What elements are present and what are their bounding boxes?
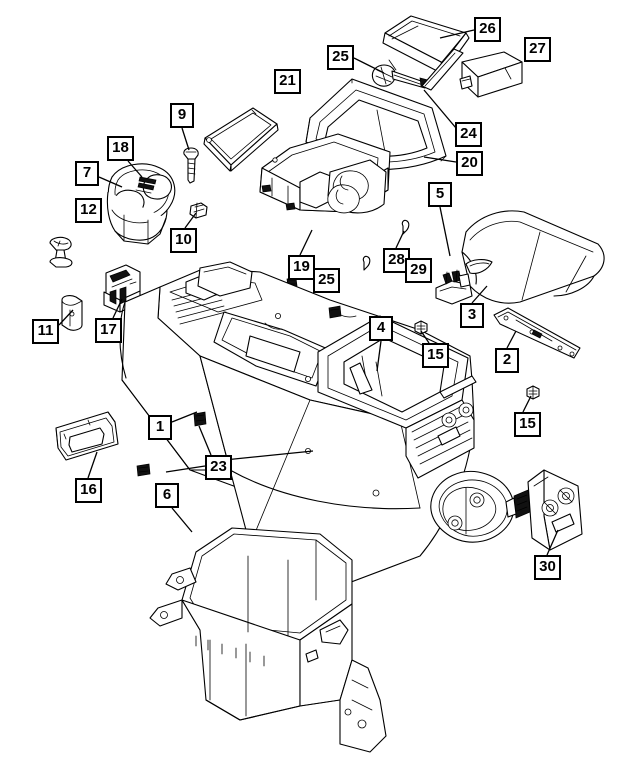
callout-label: 6 bbox=[162, 486, 172, 503]
callout-25-mid[interactable]: 25 bbox=[313, 268, 340, 293]
callout-label: 18 bbox=[112, 139, 129, 156]
part-nut-15-lower bbox=[526, 385, 540, 400]
callout-17[interactable]: 17 bbox=[95, 318, 122, 343]
part-rear-outlet-bezel-30 bbox=[505, 469, 583, 551]
callout-label: 16 bbox=[80, 481, 97, 498]
callout-3[interactable]: 3 bbox=[460, 303, 484, 328]
callout-21[interactable]: 21 bbox=[274, 69, 301, 94]
callout-20[interactable]: 20 bbox=[456, 151, 483, 176]
callout-label: 24 bbox=[460, 125, 477, 142]
callout-label: 1 bbox=[155, 418, 165, 435]
callout-label: 26 bbox=[479, 20, 496, 37]
callout-label: 25 bbox=[318, 271, 335, 288]
part-bin-cover-21 bbox=[203, 107, 279, 172]
part-hinge-pivot-25 bbox=[371, 59, 430, 89]
part-nut-15-upper bbox=[414, 320, 428, 335]
callout-12[interactable]: 12 bbox=[75, 198, 102, 223]
callout-18[interactable]: 18 bbox=[107, 136, 134, 161]
part-armrest-pad-5 bbox=[461, 210, 605, 304]
part-latch-strike-24 bbox=[459, 51, 523, 98]
callout-label: 15 bbox=[519, 415, 536, 432]
callout-23[interactable]: 23 bbox=[205, 455, 232, 480]
part-cup-holder-7-12-18 bbox=[106, 163, 176, 245]
callout-29[interactable]: 29 bbox=[405, 258, 432, 283]
part-plug-11 bbox=[61, 295, 83, 331]
callout-label: 2 bbox=[502, 351, 512, 368]
callout-label: 10 bbox=[175, 231, 192, 248]
part-screw-9 bbox=[183, 147, 199, 184]
callout-7[interactable]: 7 bbox=[75, 161, 99, 186]
callout-11[interactable]: 11 bbox=[32, 319, 59, 344]
callout-28[interactable]: 28 bbox=[383, 248, 410, 273]
callout-30[interactable]: 30 bbox=[534, 555, 561, 580]
callout-label: 29 bbox=[410, 261, 427, 278]
part-storage-bin-19 bbox=[259, 133, 391, 214]
callout-label: 20 bbox=[461, 154, 478, 171]
callout-19[interactable]: 19 bbox=[288, 255, 315, 280]
callout-4[interactable]: 4 bbox=[369, 316, 393, 341]
callout-label: 3 bbox=[467, 306, 477, 323]
callout-label: 11 bbox=[37, 322, 54, 339]
callout-label: 17 bbox=[100, 321, 117, 338]
callout-15-upper[interactable]: 15 bbox=[422, 343, 449, 368]
callout-24[interactable]: 24 bbox=[455, 122, 482, 147]
callout-label: 4 bbox=[376, 319, 386, 336]
part-knob-unlabeled bbox=[49, 236, 73, 268]
part-retainer-clip-10 bbox=[189, 202, 208, 219]
part-trim-bezel-16 bbox=[55, 411, 119, 461]
callout-label: 7 bbox=[82, 164, 92, 181]
callout-label: 27 bbox=[529, 40, 546, 57]
callout-9[interactable]: 9 bbox=[170, 103, 194, 128]
callout-label: 30 bbox=[539, 558, 556, 575]
callout-15-lower[interactable]: 15 bbox=[514, 412, 541, 437]
callout-27[interactable]: 27 bbox=[524, 37, 551, 62]
part-trim-panel-27 bbox=[421, 48, 464, 91]
part-clip-28 bbox=[401, 219, 410, 235]
callout-label: 9 bbox=[177, 106, 187, 123]
part-slide-rail-2 bbox=[493, 307, 581, 359]
callout-label: 15 bbox=[427, 346, 444, 363]
callout-label: 19 bbox=[293, 258, 310, 275]
callout-label: 25 bbox=[332, 48, 349, 65]
callout-label: 5 bbox=[435, 185, 445, 202]
part-clip-29 bbox=[362, 255, 371, 271]
callout-25-top[interactable]: 25 bbox=[327, 45, 354, 70]
callout-2[interactable]: 2 bbox=[495, 348, 519, 373]
callout-10[interactable]: 10 bbox=[170, 228, 197, 253]
part-console-bracket-6 bbox=[149, 527, 387, 753]
part-clip-23 bbox=[136, 305, 342, 477]
callout-label: 12 bbox=[80, 201, 97, 218]
part-console-lid-26 bbox=[382, 15, 470, 74]
callout-6[interactable]: 6 bbox=[155, 483, 179, 508]
part-latch-3 bbox=[435, 269, 473, 305]
part-power-outlet-17 bbox=[103, 264, 141, 313]
callout-label: 23 bbox=[210, 458, 227, 475]
callout-5[interactable]: 5 bbox=[428, 182, 452, 207]
callout-label: 21 bbox=[279, 72, 296, 89]
callout-16[interactable]: 16 bbox=[75, 478, 102, 503]
callout-1[interactable]: 1 bbox=[148, 415, 172, 440]
callout-26[interactable]: 26 bbox=[474, 17, 501, 42]
callout-label: 28 bbox=[388, 251, 405, 268]
